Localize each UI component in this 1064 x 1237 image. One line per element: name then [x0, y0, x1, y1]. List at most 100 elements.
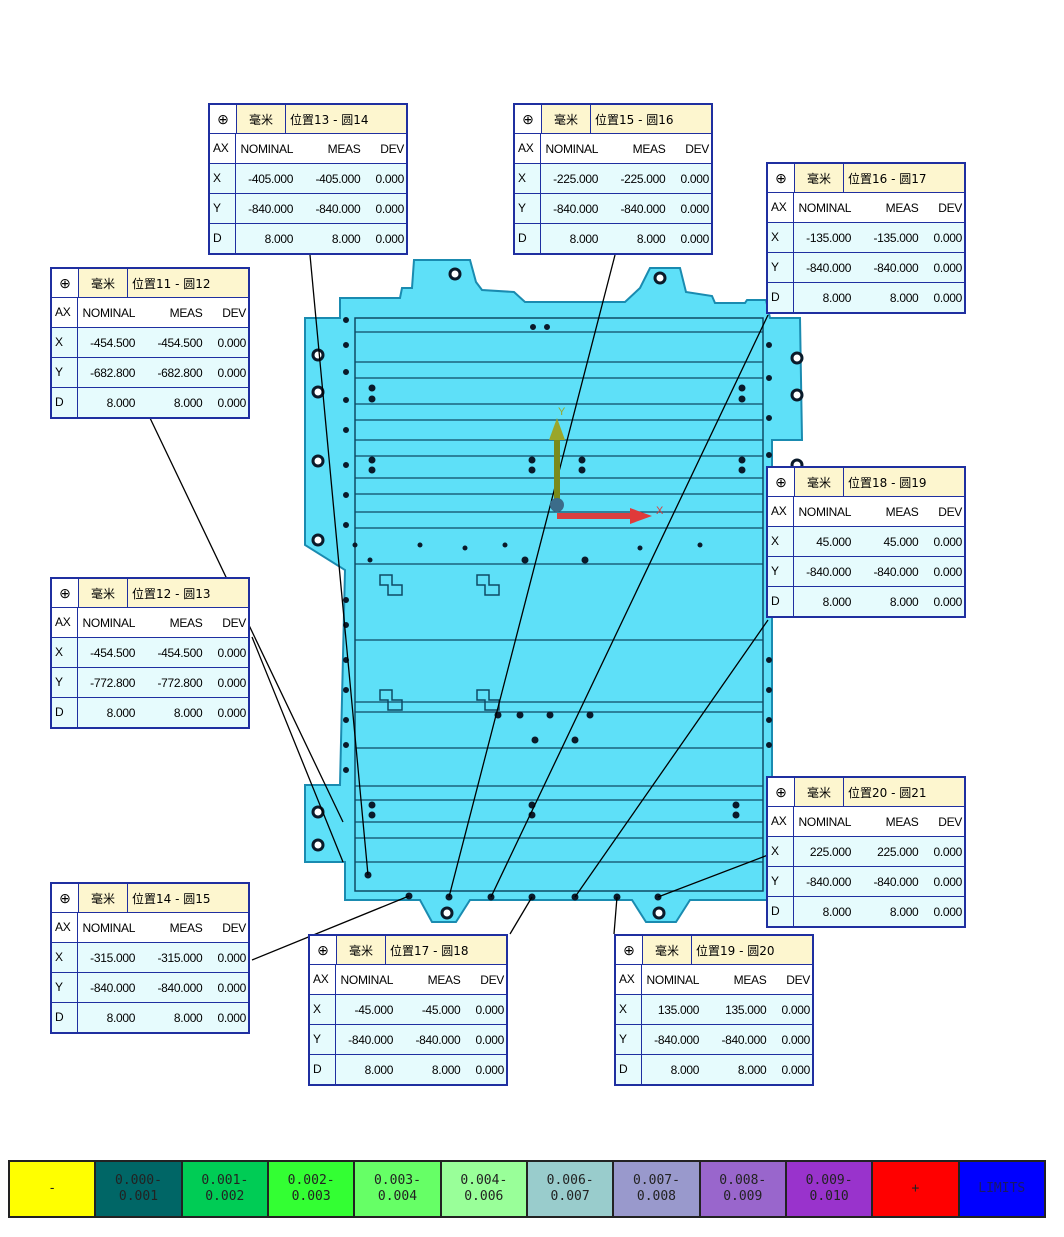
deviation-cell: 0.000 [217, 335, 246, 350]
axis-cell: D [52, 698, 78, 727]
legend-swatch: 0.002- 0.003 [268, 1162, 356, 1216]
measured-cell: -682.800 [157, 365, 203, 380]
deviation-cell: 0.000 [217, 645, 246, 660]
hole [311, 533, 325, 547]
hole [738, 456, 746, 464]
hole [578, 466, 586, 474]
axis-cell: Y [310, 1025, 336, 1054]
hole [530, 324, 536, 330]
deviation-cell: 0.000 [933, 874, 962, 889]
axis-cell: D [310, 1055, 336, 1084]
measured-cell: 8.000 [889, 904, 919, 919]
slot [379, 574, 403, 596]
axis-cell: D [768, 283, 794, 312]
nominal-cell: -454.500 [90, 645, 136, 660]
hole [462, 545, 468, 551]
column-header: DEV [222, 305, 246, 320]
measured-cell: -840.000 [721, 1032, 767, 1047]
hole [528, 456, 536, 464]
hole [581, 556, 589, 564]
column-header: MEAS [169, 920, 203, 935]
hole [586, 711, 594, 719]
deviation-cell: 0.000 [475, 1062, 504, 1077]
nominal-cell: 8.000 [569, 231, 599, 246]
axis-cell: X [768, 527, 794, 556]
hole [417, 542, 423, 548]
callout-units: 毫米 [79, 579, 128, 607]
callout-units: 毫米 [337, 936, 386, 964]
measured-cell: -315.000 [157, 950, 203, 965]
column-header: AX [768, 193, 794, 222]
column-header: AX [616, 965, 642, 994]
nominal-cell: 8.000 [822, 290, 852, 305]
nominal-cell: -840.000 [553, 201, 599, 216]
hole [367, 557, 373, 563]
nominal-cell: 8.000 [106, 1010, 136, 1025]
hole [531, 736, 539, 744]
measured-cell: -225.000 [620, 171, 666, 186]
hole [516, 711, 524, 719]
axis-cell: D [616, 1055, 642, 1084]
column-header: AX [768, 807, 794, 836]
leader-line [309, 254, 369, 876]
deviation-cell: 0.000 [781, 1002, 810, 1017]
axis-cell: Y [616, 1025, 642, 1054]
position-symbol-icon: ⊕ [768, 468, 795, 496]
callout-units: 毫米 [237, 105, 286, 133]
column-header: NOMINAL [798, 200, 852, 215]
column-header: NOMINAL [798, 504, 852, 519]
column-header: DEV [938, 814, 962, 829]
position-symbol-icon: ⊕ [310, 936, 337, 964]
nominal-cell: -840.000 [90, 980, 136, 995]
position-symbol-icon: ⊕ [52, 884, 79, 912]
hole [368, 811, 376, 819]
slot [476, 574, 500, 596]
position-symbol-icon: ⊕ [52, 579, 79, 607]
axis-cell: X [616, 995, 642, 1024]
deviation-cell: 0.000 [933, 904, 962, 919]
hole [738, 384, 746, 392]
hole [578, 456, 586, 464]
hole [528, 466, 536, 474]
column-header: NOMINAL [82, 615, 136, 630]
axis-cell: Y [52, 668, 78, 697]
hole [343, 742, 349, 748]
axis-cell: D [768, 587, 794, 616]
hole [343, 317, 349, 323]
nominal-cell: -315.000 [90, 950, 136, 965]
hole [311, 348, 325, 362]
callout-header: ⊕毫米位置17 - 圆18 [310, 936, 506, 965]
deviation-cell: 0.000 [933, 844, 962, 859]
nominal-cell: -135.000 [806, 230, 852, 245]
deviation-cell: 0.000 [680, 171, 709, 186]
column-header: NOMINAL [646, 972, 700, 987]
leader-line [490, 314, 769, 898]
leader-line [574, 619, 769, 898]
axis-y-label: Y [558, 406, 566, 418]
hole [311, 385, 325, 399]
callout-feature-name: 位置20 - 圆21 [844, 778, 964, 806]
callout-feature-name: 位置18 - 圆19 [844, 468, 964, 496]
